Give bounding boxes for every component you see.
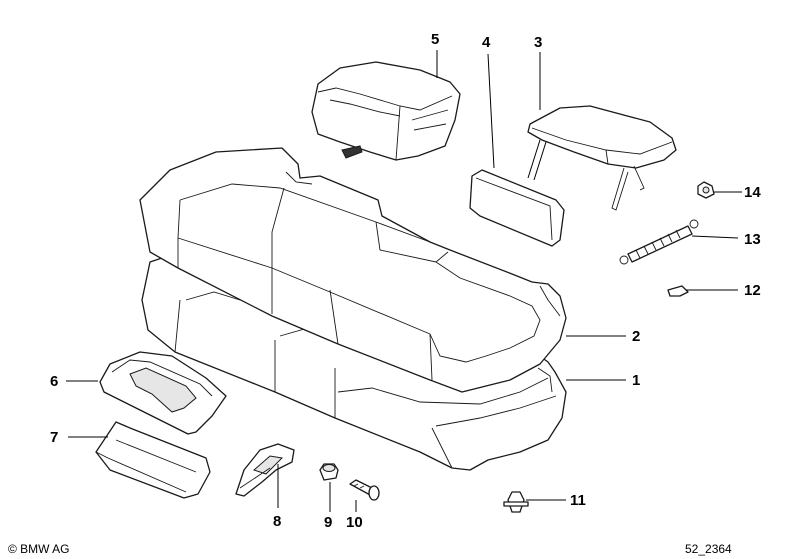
- callout-1: 1: [632, 372, 640, 389]
- callout-12: 12: [744, 282, 761, 299]
- drawing-number: 52_2364: [685, 542, 732, 556]
- callout-7: 7: [50, 429, 58, 446]
- callout-10: 10: [346, 514, 363, 531]
- leader-lines: [66, 50, 742, 512]
- callout-3: 3: [534, 34, 542, 51]
- part-4-side-panel: [469, 169, 565, 247]
- callout-6: 6: [50, 373, 58, 390]
- part-11-clip: [503, 491, 529, 513]
- part-8-bracket: [235, 443, 295, 497]
- callout-2: 2: [632, 328, 640, 345]
- callout-11: 11: [570, 492, 586, 509]
- part-9-cap: [319, 463, 339, 481]
- part-3-armrest: [527, 105, 677, 211]
- copyright-text: © BMW AG: [8, 542, 70, 556]
- part-7-trim-panel: [95, 421, 211, 499]
- callout-13: 13: [744, 231, 761, 248]
- callout-9: 9: [324, 514, 332, 531]
- part-5-head-restraint: [311, 61, 461, 161]
- callout-4: 4: [482, 34, 491, 51]
- callout-14: 14: [744, 184, 761, 201]
- part-10-screw: [349, 479, 380, 501]
- part-14-bolt: [697, 181, 715, 199]
- part-6-trim-panel: [99, 351, 227, 435]
- callout-8: 8: [273, 513, 281, 530]
- callout-5: 5: [431, 31, 439, 48]
- part-12-clip: [667, 285, 689, 297]
- part-13-spring: [619, 219, 699, 265]
- part-2-seat-cushion: [139, 147, 567, 393]
